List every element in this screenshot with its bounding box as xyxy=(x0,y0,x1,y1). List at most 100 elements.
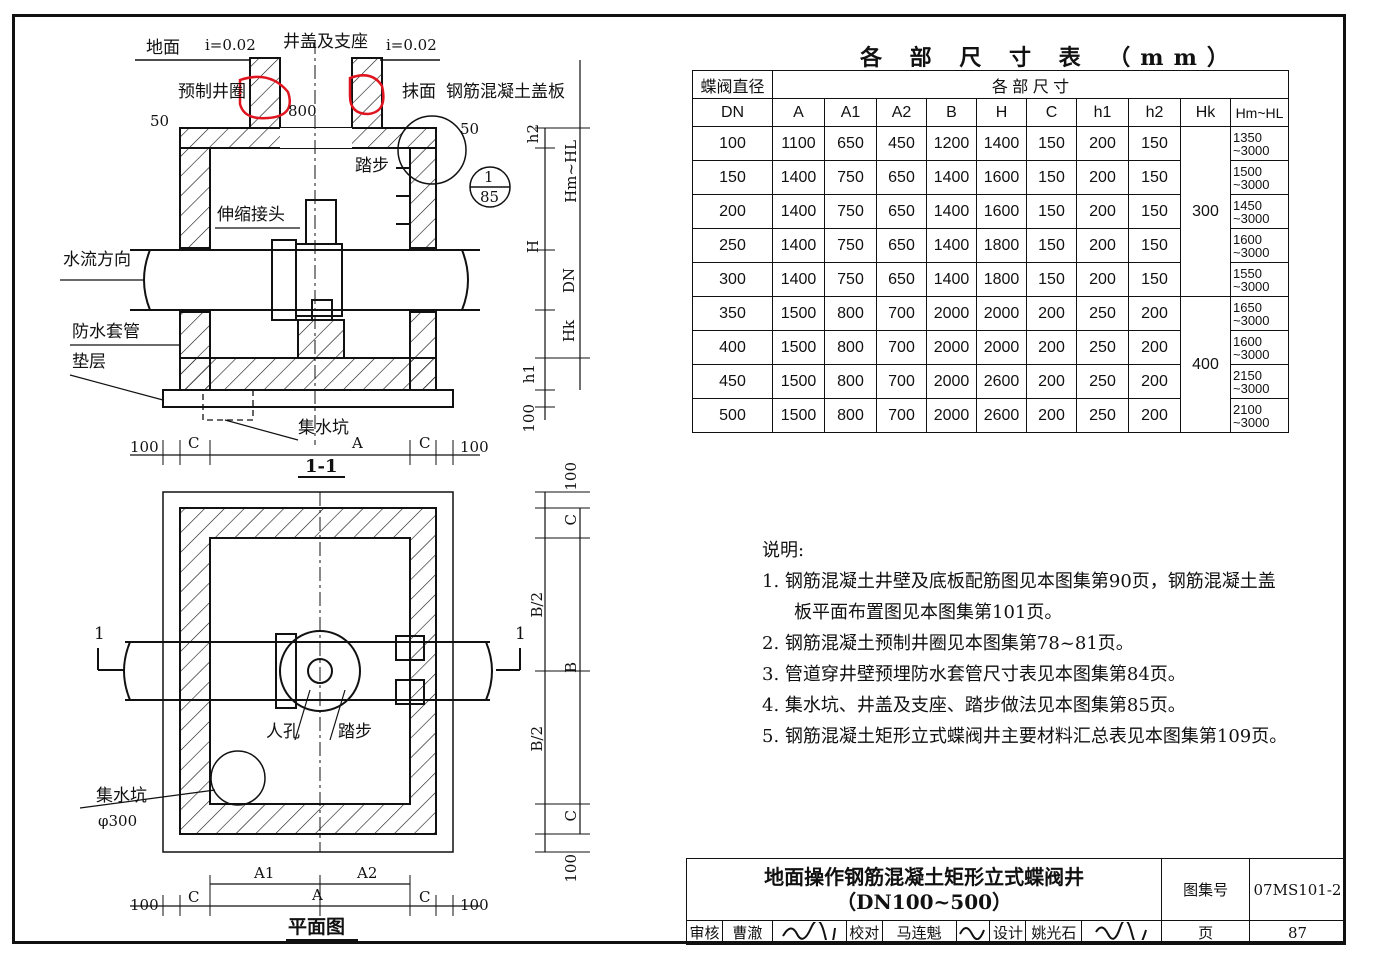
plan-step-label: 踏步 xyxy=(338,722,372,742)
table-cell: 200 xyxy=(1026,398,1077,433)
table-cell: 1400 xyxy=(772,194,825,229)
col-header: C xyxy=(1026,98,1077,127)
table-cell: 1400 xyxy=(926,262,977,297)
reviewer-signature xyxy=(771,919,847,948)
manhole-label: 人孔 xyxy=(266,722,300,742)
table-cell: 1500 xyxy=(772,296,825,331)
col-header: A2 xyxy=(876,98,927,127)
plan-dim-c-left: C xyxy=(188,888,200,906)
notes-heading: 说明: xyxy=(762,540,805,561)
table-cell: 200 xyxy=(1128,398,1181,433)
table-cell: 200 xyxy=(1026,364,1077,399)
table-cell: 200 xyxy=(1076,126,1129,161)
table-cell: 250 xyxy=(1076,364,1129,399)
table-cell: 1400 xyxy=(772,262,825,297)
note-1: 1. 钢筋混凝土井壁及底板配筋图见本图集第90页，钢筋混凝土盖 xyxy=(762,571,1276,592)
table-cell: 800 xyxy=(824,296,877,331)
title-block: 地面操作钢筋混凝土矩形立式蝶阀井 （DN100~500） 图集号 07MS101… xyxy=(685,858,1347,948)
table-cell: 150 xyxy=(1128,194,1181,229)
table-cell: 350 xyxy=(692,296,773,331)
col-header: Hm~HL xyxy=(1230,98,1289,127)
plan-dim-100-left: 100 xyxy=(130,896,159,914)
reviewer-name: 曹澈 xyxy=(721,920,773,945)
section-view xyxy=(60,40,590,478)
hm-hl-min: 1350 xyxy=(1233,129,1262,145)
plan-dim-c-bottom: C xyxy=(562,810,580,822)
dim-h1: h1 xyxy=(520,364,538,384)
table-cell: 1400 xyxy=(926,228,977,263)
cut-mark-right: 1 xyxy=(515,624,526,644)
table-cell: 2600 xyxy=(976,398,1027,433)
col-header: B xyxy=(926,98,977,127)
table-cell: 450 xyxy=(876,126,927,161)
hm-hl-min: 2150 xyxy=(1233,367,1262,383)
hm-hl-min: 1650 xyxy=(1233,299,1262,315)
joint-label: 伸缩接头 xyxy=(217,205,285,225)
table-cell: 1800 xyxy=(976,228,1027,263)
section-title: 1-1 xyxy=(305,456,338,477)
dim-hm-hl: Hm~HL xyxy=(562,140,580,203)
header-dn: DN xyxy=(692,98,773,127)
note-1-cont: 板平面布置图见本图集第101页。 xyxy=(794,602,1063,623)
table-cell: 2000 xyxy=(976,296,1027,331)
table-cell: 2000 xyxy=(926,330,977,365)
table-cell: 200 xyxy=(692,194,773,229)
dim-c-left: C xyxy=(188,434,200,452)
table-cell: 150 xyxy=(1128,126,1181,161)
table-cell: 1200 xyxy=(926,126,977,161)
table-cell: 250 xyxy=(1076,296,1129,331)
dim-100-vertical: 100 xyxy=(520,404,538,433)
table-cell: 200 xyxy=(1128,296,1181,331)
page-label: 页 xyxy=(1161,920,1250,945)
table-cell: 1400 xyxy=(772,160,825,195)
ground-label: 地面 xyxy=(146,38,180,58)
table-cell: 650 xyxy=(876,262,927,297)
plan-dim-a2: A2 xyxy=(357,864,378,882)
table-cell: 1500 xyxy=(772,364,825,399)
design-label: 设计 xyxy=(989,920,1027,945)
note-3: 3. 管道穿井壁预埋防水套管尺寸表见本图集第84页。 xyxy=(762,664,1186,685)
hm-hl-min: 1450 xyxy=(1233,197,1262,213)
table-cell: 2000 xyxy=(926,364,977,399)
table-cell: 700 xyxy=(876,296,927,331)
plan-dim-b2-bottom: B/2 xyxy=(528,726,546,752)
cover-label: 井盖及支座 xyxy=(283,32,368,52)
hm-hl-cell: 1450~3000 xyxy=(1230,194,1289,229)
table-cell: 200 xyxy=(1076,194,1129,229)
plan-dim-100-right: 100 xyxy=(460,896,489,914)
table-cell: 750 xyxy=(824,228,877,263)
table-cell: 1600 xyxy=(976,160,1027,195)
table-cell: 1400 xyxy=(926,194,977,229)
table-cell: 100 xyxy=(692,126,773,161)
drawing-name-line1: 地面操作钢筋混凝土矩形立式蝶阀井 xyxy=(764,864,1085,889)
drawing-name: 地面操作钢筋混凝土矩形立式蝶阀井 （DN100~500） xyxy=(685,858,1163,921)
note-2: 2. 钢筋混凝土预制井圈见本图集第78~81页。 xyxy=(762,633,1134,654)
hm-hl-cell: 1600~3000 xyxy=(1230,228,1289,263)
table-cell: 1500 xyxy=(772,330,825,365)
table-cell: 1400 xyxy=(772,228,825,263)
plan-dim-b2-top: B/2 xyxy=(528,592,546,618)
slope-left-label: i=0.02 xyxy=(205,36,256,54)
col-header: h2 xyxy=(1128,98,1181,127)
table-cell: 2600 xyxy=(976,364,1027,399)
table-cell: 800 xyxy=(824,398,877,433)
table-cell: 150 xyxy=(1128,228,1181,263)
step-label: 踏步 xyxy=(355,156,389,176)
hk-cell: 300 xyxy=(1180,126,1231,297)
table-cell: 800 xyxy=(824,330,877,365)
hm-hl-cell: 1650~3000 xyxy=(1230,296,1289,331)
plan-dim-100-top: 100 xyxy=(562,462,580,491)
diameter-800-label: 800 xyxy=(288,102,317,120)
plan-sump-label: 集水坑 xyxy=(96,786,147,806)
dim-hk: Hk xyxy=(560,320,578,343)
dim-50-right: 50 xyxy=(460,120,480,138)
table-cell: 750 xyxy=(824,194,877,229)
dimension-table: 蝶阀直径 各 部 尺 寸 DN A A1 A2 B H C h1 h2 Hk H… xyxy=(692,70,1289,433)
dim-dn: DN xyxy=(560,268,578,294)
